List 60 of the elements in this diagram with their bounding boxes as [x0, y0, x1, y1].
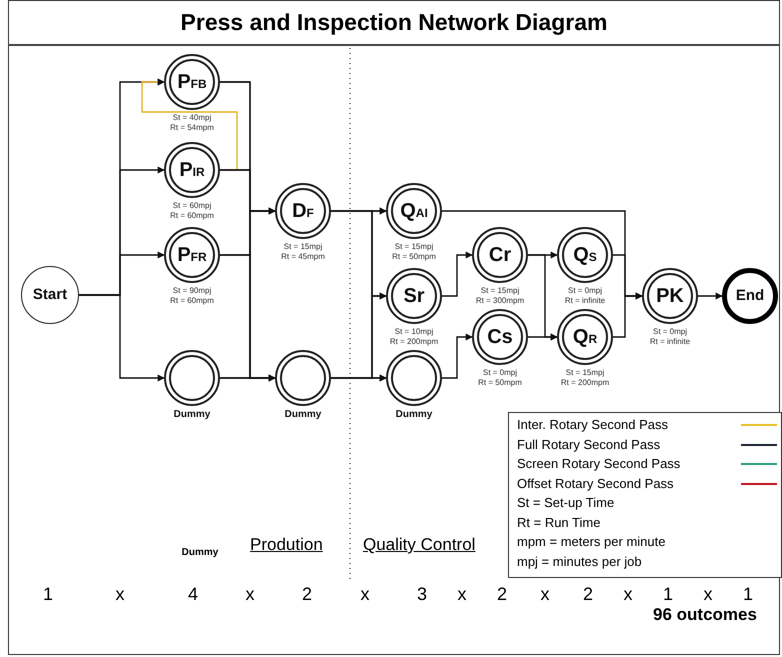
outcome-total: 96 outcomes: [653, 605, 757, 625]
time-annotation: St = 15mpj Rt = 200mpm: [560, 368, 610, 388]
time-annotation: St = 0mpj Rt = infinite: [648, 327, 692, 347]
time-annotation: St = 10mpj Rt = 200mpm: [388, 327, 440, 347]
legend-text: St = Set-up Time: [517, 495, 614, 510]
node-label: Start: [32, 285, 68, 305]
arrow: [220, 374, 276, 382]
arrow: [613, 292, 643, 338]
section-heading: Quality Control: [363, 535, 476, 555]
legend-text: Rt = Run Time: [517, 514, 600, 530]
legend-text: Screen Rotary Second Pass: [517, 456, 680, 471]
node-caption: Dummy: [394, 409, 434, 421]
count-label: 1: [663, 584, 673, 605]
legend-text: Inter. Rotary Second Pass: [517, 417, 668, 432]
node-label: Cs: [486, 326, 514, 348]
legend-text: Full Rotary Second Pass: [517, 436, 660, 452]
count-label: x: [360, 584, 370, 605]
arrow: [141, 78, 238, 171]
arrow: [331, 374, 387, 382]
time-annotation: St = 15mpj Rt = 50mpm: [391, 242, 437, 262]
time-annotation: St = 0mpj Rt = 50mpm: [477, 368, 523, 388]
count-label: 1: [743, 584, 753, 605]
count-label: 3: [417, 584, 427, 605]
arrow: [528, 334, 558, 340]
event-node: [164, 350, 220, 422]
node-caption: Dummy: [284, 409, 322, 421]
count-label: x: [540, 584, 550, 605]
arrow: [698, 292, 723, 300]
time-annotation: St = 0mpj Rt = infinite: [564, 286, 606, 306]
arrow: [442, 334, 473, 379]
node-label: PK: [655, 285, 685, 307]
section-heading: Prodution: [250, 535, 323, 555]
node-label: Sr: [402, 285, 426, 307]
arrow: [442, 252, 473, 297]
count-label: 4: [188, 584, 198, 605]
time-annotation: St = 90mpj Rt = 60mpm: [169, 286, 215, 306]
time-annotation: St = 15mpj Rt = 300mpm: [474, 286, 526, 306]
node-label: End: [734, 286, 766, 306]
time-annotation: St = 60mpj Rt = 60mpm: [169, 201, 215, 221]
event-node: [386, 350, 442, 422]
legend-text: mpm = meters per minute: [517, 534, 666, 549]
time-annotation: St = 40mpj Rt = 54mpm: [169, 113, 215, 133]
legend-text: mpj = minutes per job: [517, 554, 642, 568]
dummy-caption: Dummy: [182, 547, 218, 558]
count-label: 2: [497, 584, 507, 605]
diagram-title: Press and Inspection Network Diagram: [8, 0, 780, 46]
time-annotation: St = 15mpj Rt = 45mpm: [280, 242, 326, 262]
count-label: 2: [583, 584, 593, 605]
count-label: x: [116, 584, 124, 605]
count-label: 2: [302, 584, 312, 605]
count-label: x: [458, 584, 466, 605]
count-label: x: [704, 584, 712, 605]
arrow: [79, 294, 165, 382]
event-node: [275, 350, 331, 422]
count-label: x: [246, 584, 254, 605]
legend-text: Offset Rotary Second Pass: [517, 476, 674, 490]
node-label: Cr: [488, 244, 512, 266]
count-label: 1: [43, 584, 53, 605]
node-caption: Dummy: [172, 409, 212, 421]
count-label: x: [624, 584, 632, 605]
